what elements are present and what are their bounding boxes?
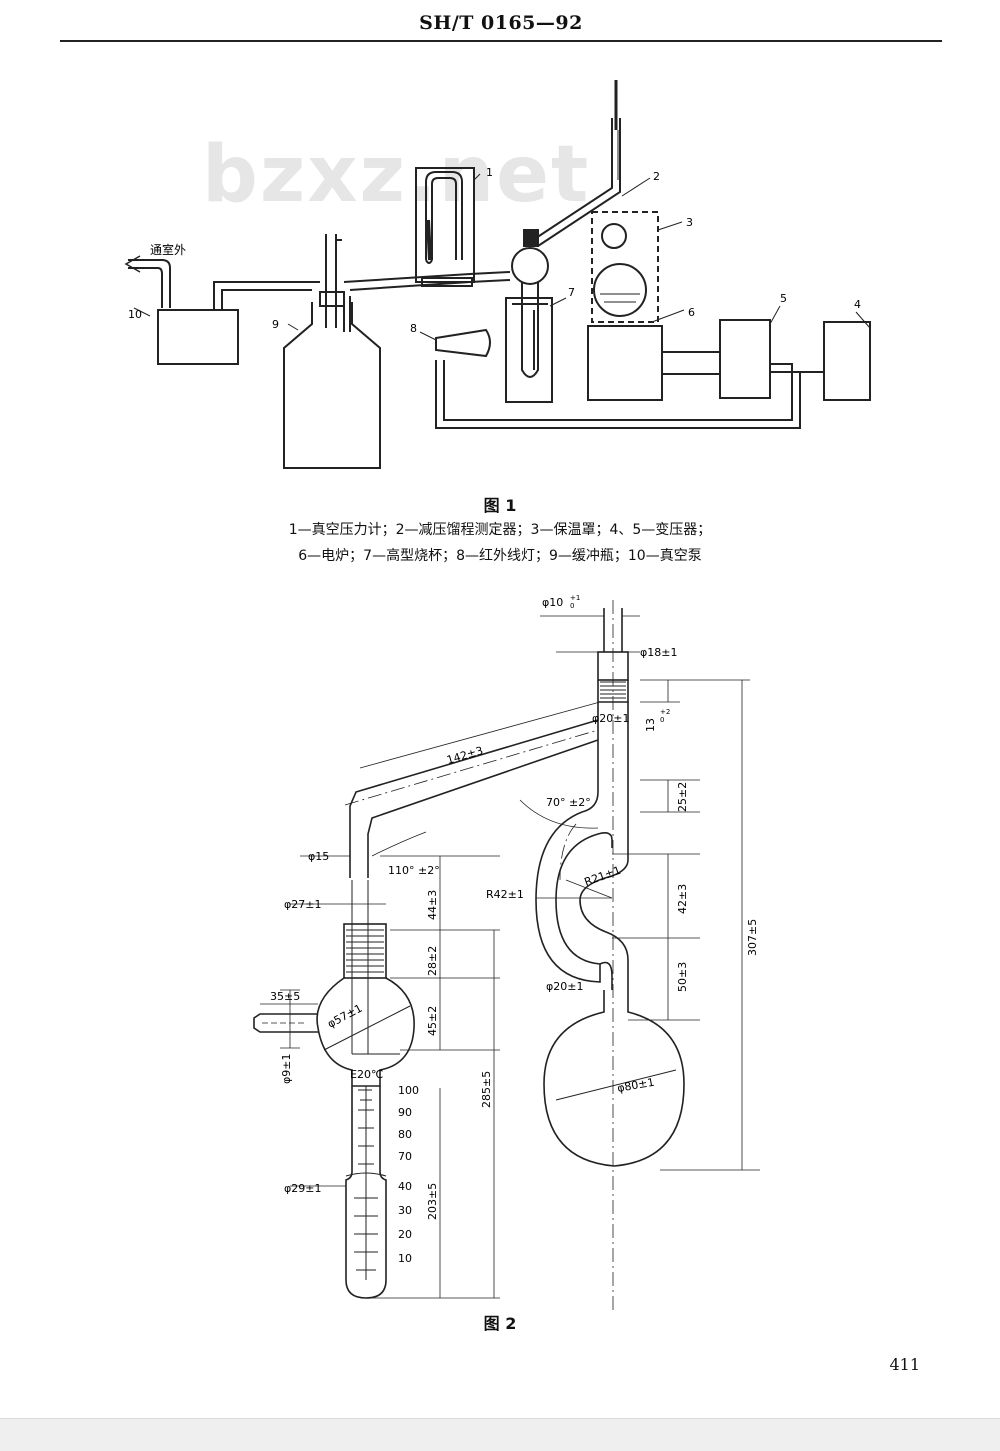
infrared-lamp	[435, 328, 491, 358]
dim-seg-44: 44±3	[426, 890, 439, 920]
electric-furnace	[587, 325, 663, 401]
figure1-apparatus-diagram: 1 2 3 4 5 6 7 8 9 10 通室外	[124, 80, 871, 469]
dim-temp-mark: E20℃	[350, 1068, 383, 1081]
dim-bulb-diameter: φ57±1	[325, 1002, 364, 1031]
figure1-caption-line2: 6—电炉；7—高型烧杯；8—红外线灯；9—缓冲瓶；10—真空泵	[298, 548, 702, 564]
part-label-2: 2	[653, 170, 660, 183]
scale-mark-20: 20	[398, 1228, 412, 1241]
dim-neck-length-tol-lower: 0	[660, 716, 664, 724]
watermark: bzxz.net	[202, 130, 591, 220]
part-label-10: 10	[128, 308, 142, 321]
part-label-5: 5	[780, 292, 787, 305]
figure2-dimension-drawing: φ10 +1 0 φ18±1 φ20±1 13 +2 0 142±3 70° ±…	[253, 594, 760, 1310]
transformer-5	[719, 319, 771, 399]
dim-joint-diameter: φ27±1	[284, 898, 321, 911]
dim-neck-length-tol-upper: +2	[660, 708, 670, 716]
dim-angle-bottom: 110° ±2°	[388, 864, 440, 877]
dim-seg-50: 50±3	[676, 962, 689, 992]
dim-bulb-tube: 35±5	[270, 990, 300, 1003]
part-label-6: 6	[688, 306, 695, 319]
dim-seg-25: 25±2	[676, 782, 689, 812]
dim-seg-28: 28±2	[426, 946, 439, 976]
scale-mark-100: 100	[398, 1084, 419, 1097]
part-label-8: 8	[410, 322, 417, 335]
viewer-bottom-strip	[0, 1418, 1000, 1451]
heat-jacket	[591, 211, 659, 323]
scale-mark-30: 30	[398, 1204, 412, 1217]
part-label-7: 7	[568, 286, 575, 299]
dim-seg-203: 203±5	[426, 1183, 439, 1220]
dim-top-tube-tol-upper: +1	[570, 594, 580, 602]
outlet-label: 通室外	[150, 242, 186, 257]
page-number: 411	[889, 1355, 920, 1374]
dim-seg-42: 42±3	[676, 884, 689, 914]
part-label-4: 4	[854, 298, 861, 311]
figure1-caption-line1: 1—真空压力计；2—减压馏程测定器；3—保温罩；4、5—变压器；	[288, 522, 712, 538]
dim-side-tube: φ9±1	[280, 1054, 293, 1084]
dim-top-tube-diameter: φ10	[542, 596, 563, 609]
scale-mark-10: 10	[398, 1252, 412, 1265]
dim-inner-radius: R21±1	[583, 864, 623, 889]
page-header: SH/T 0165—92	[60, 8, 942, 42]
dim-lower-neck: φ20±1	[546, 980, 583, 993]
figure1-title: 图 1	[483, 496, 517, 515]
dim-total-307: 307±5	[746, 919, 759, 956]
dim-side-arm-diameter: φ15	[308, 850, 329, 863]
part-label-3: 3	[686, 216, 693, 229]
dim-side-arm-length: 142±3	[445, 744, 484, 767]
part-label-9: 9	[272, 318, 279, 331]
scale-mark-70: 70	[398, 1150, 412, 1163]
dim-angle-top: 70° ±2°	[546, 796, 591, 809]
tall-beaker	[505, 297, 553, 403]
dim-outer-radius: R42±1	[486, 888, 524, 901]
buffer-bottle	[283, 302, 381, 469]
figure2-title: 图 2	[483, 1314, 517, 1333]
dim-total-285: 285±5	[480, 1071, 493, 1108]
dim-flask-diameter: φ80±1	[616, 1076, 655, 1095]
scale-mark-40: 40	[398, 1180, 412, 1193]
scale-mark-80: 80	[398, 1128, 412, 1141]
scale-mark-90: 90	[398, 1106, 412, 1119]
dim-neck-outer: φ18±1	[640, 646, 677, 659]
dim-neck-inner: φ20±1	[592, 712, 629, 725]
dim-receiver-diameter: φ29±1	[284, 1182, 321, 1195]
dim-neck-length: 13	[644, 718, 657, 732]
vacuum-pump-box	[157, 309, 239, 365]
transformer-4	[823, 321, 871, 401]
standard-code: SH/T 0165—92	[419, 12, 583, 34]
part-label-1: 1	[486, 166, 493, 179]
vacuum-manometer-panel	[415, 167, 475, 283]
dim-top-tube-tol-lower: 0	[570, 602, 574, 610]
dim-seg-45: 45±2	[426, 1006, 439, 1036]
